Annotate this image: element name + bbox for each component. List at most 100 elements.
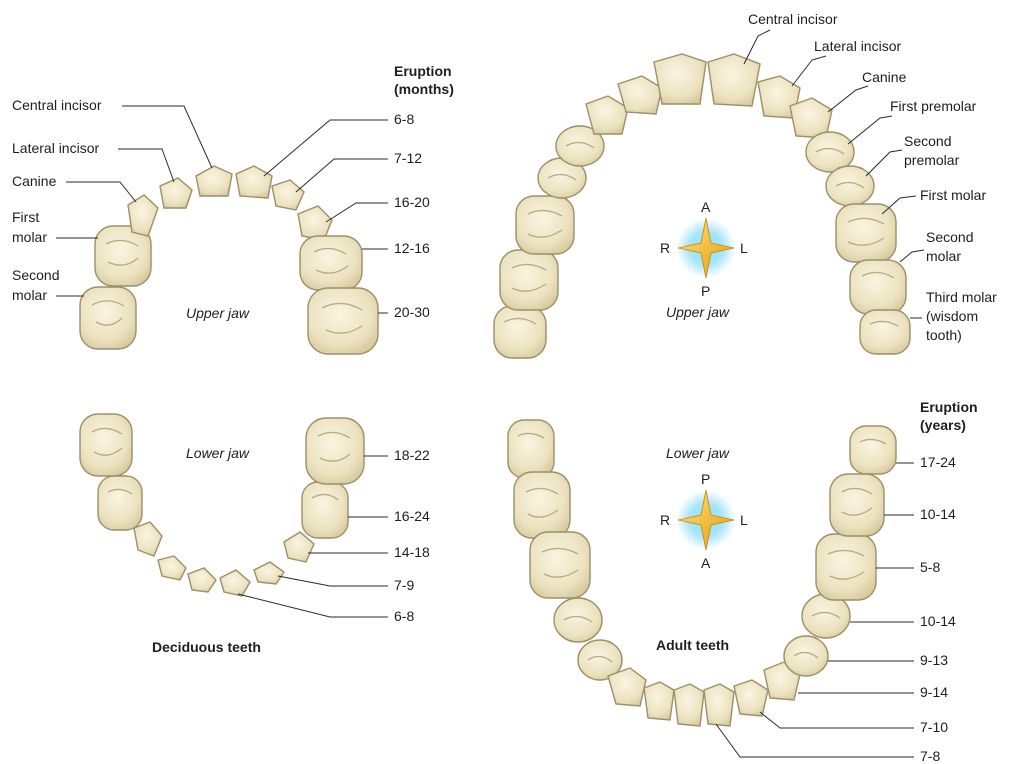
eruption-value: 10-14: [920, 613, 956, 629]
tooth: [608, 668, 646, 706]
eruption-value: 16-24: [394, 508, 430, 524]
tooth: [860, 310, 910, 354]
label-lateral-incisor: Lateral incisor: [12, 140, 99, 156]
label-canine: Canine: [862, 69, 907, 85]
deciduous-upper-labels: Central incisor Lateral incisor Canine F…: [12, 63, 454, 321]
adult-teeth-title: Adult teeth: [656, 637, 729, 653]
tooth: [306, 418, 364, 484]
tooth: [516, 196, 574, 254]
tooth: [508, 420, 554, 478]
tooth: [158, 556, 186, 580]
tooth: [654, 54, 706, 104]
adult-eruption-header-line1: Eruption: [920, 399, 978, 415]
tooth: [704, 684, 734, 726]
eruption-value: 14-18: [394, 544, 430, 560]
tooth: [236, 166, 272, 198]
label-second-molar-line2: molar: [12, 287, 47, 303]
label-first-molar-line1: First: [12, 209, 39, 225]
eruption-value: 20-30: [394, 304, 430, 320]
eruption-value: 12-16: [394, 240, 430, 256]
compass-upper: A P R L: [660, 199, 748, 299]
eruption-value: 16-20: [394, 194, 430, 210]
tooth: [302, 482, 348, 538]
compass-left: R: [660, 240, 670, 256]
tooth: [308, 288, 378, 354]
label-second-molar-line1: Second: [926, 229, 973, 245]
eruption-value: 6-8: [394, 111, 414, 127]
deciduous-eruption-header-line2: (months): [394, 81, 454, 97]
tooth: [494, 306, 546, 358]
tooth: [530, 532, 590, 598]
label-second-premolar-line2: premolar: [904, 152, 960, 168]
label-first-molar: First molar: [920, 187, 986, 203]
tooth: [830, 474, 884, 536]
compass-top: P: [701, 471, 710, 487]
tooth: [300, 236, 362, 290]
tooth: [500, 250, 558, 310]
eruption-value: 7-9: [394, 577, 414, 593]
tooth: [160, 178, 192, 208]
tooth: [80, 287, 136, 349]
eruption-value: 7-12: [394, 150, 422, 166]
tooth: [674, 684, 704, 726]
eruption-value: 17-24: [920, 454, 956, 470]
adult-eruption-header-line2: (years): [920, 417, 966, 433]
tooth: [644, 682, 674, 720]
tooth: [188, 568, 216, 592]
compass-left: R: [660, 512, 670, 528]
tooth: [554, 598, 602, 642]
tooth: [734, 680, 768, 716]
eruption-value: 7-10: [920, 719, 948, 735]
compass-bottom: A: [701, 555, 711, 571]
eruption-value: 9-14: [920, 684, 948, 700]
compass-right: L: [740, 240, 748, 256]
eruption-value: 5-8: [920, 559, 940, 575]
compass-bottom: P: [701, 283, 710, 299]
label-second-molar-line1: Second: [12, 267, 59, 283]
tooth: [134, 522, 162, 556]
label-first-premolar: First premolar: [890, 98, 977, 114]
tooth: [128, 195, 158, 236]
label-second-molar-line2: molar: [926, 248, 961, 264]
eruption-value: 18-22: [394, 447, 430, 463]
label-central-incisor: Central incisor: [12, 97, 102, 113]
eruption-value: 10-14: [920, 506, 956, 522]
label-central-incisor: Central incisor: [748, 11, 838, 27]
deciduous-upper-arch: [80, 166, 378, 354]
tooth: [586, 96, 628, 134]
compass-lower: P A R L: [660, 471, 748, 571]
tooth: [618, 76, 662, 114]
deciduous-eruption-header-line1: Eruption: [394, 63, 452, 79]
label-canine: Canine: [12, 173, 57, 189]
deciduous-upper-jaw-label: Upper jaw: [186, 305, 250, 321]
tooth: [850, 260, 906, 314]
tooth: [514, 472, 570, 538]
tooth: [254, 562, 284, 584]
tooth: [220, 570, 250, 596]
label-third-molar-line2: (wisdom: [926, 308, 978, 324]
compass-top: A: [701, 199, 711, 215]
compass-right: L: [740, 512, 748, 528]
tooth: [272, 180, 304, 210]
label-second-premolar-line1: Second: [904, 133, 951, 149]
tooth: [784, 636, 828, 676]
label-first-molar-line2: molar: [12, 229, 47, 245]
tooth: [98, 476, 142, 530]
eruption-value: 6-8: [394, 608, 414, 624]
adult-lower-jaw-label: Lower jaw: [666, 445, 730, 461]
adult-lower-arch: [508, 420, 896, 726]
adult-upper-jaw-label: Upper jaw: [666, 304, 730, 320]
tooth: [850, 426, 896, 474]
label-third-molar-line1: Third molar: [926, 289, 997, 305]
eruption-value: 9-13: [920, 652, 948, 668]
deciduous-lower-arch: [80, 414, 364, 596]
tooth: [284, 532, 314, 562]
tooth: [298, 206, 332, 240]
tooth: [708, 54, 760, 106]
tooth: [816, 534, 876, 600]
tooth: [826, 166, 874, 206]
deciduous-teeth-title: Deciduous teeth: [152, 639, 261, 655]
deciduous-lower-jaw-label: Lower jaw: [186, 445, 250, 461]
